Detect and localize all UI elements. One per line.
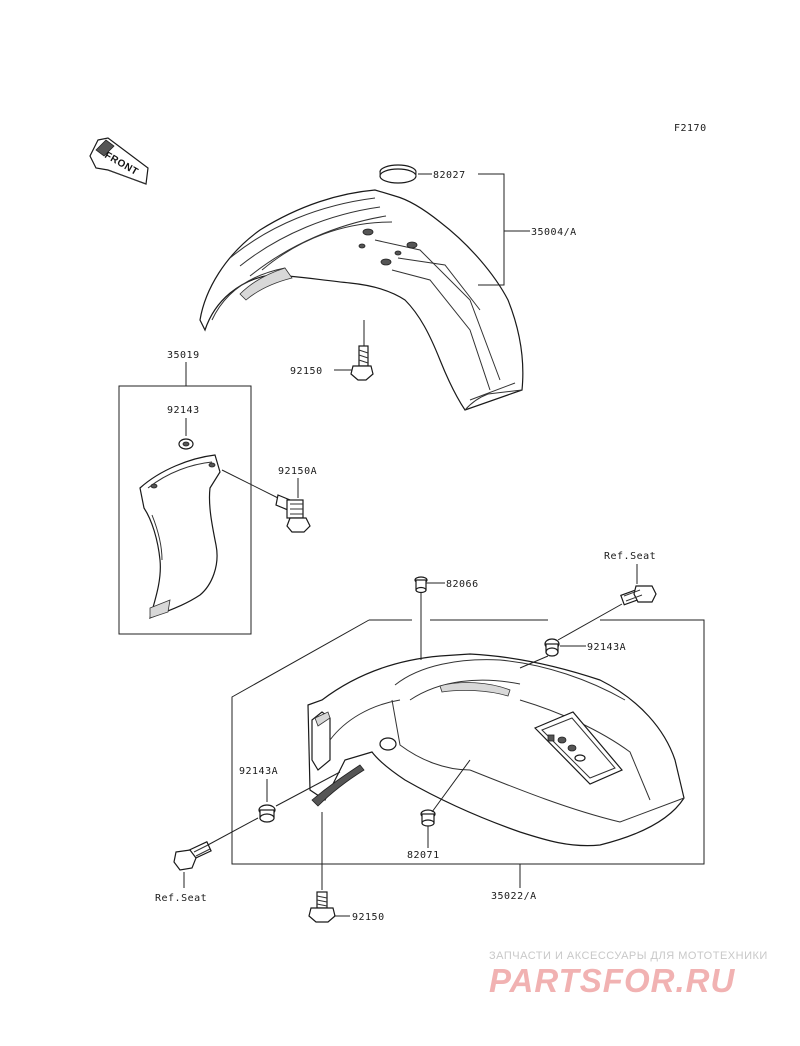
label-92143a-right: 92143A <box>587 642 626 653</box>
rear-fender <box>307 653 685 847</box>
label-82066: 82066 <box>446 579 479 590</box>
label-92150-top: 92150 <box>290 366 323 377</box>
label-ref-seat-bottom: Ref.Seat <box>155 893 207 904</box>
label-92143: 92143 <box>167 405 200 416</box>
label-ref-seat-top: Ref.Seat <box>604 551 656 562</box>
figure-code: F2170 <box>674 123 707 134</box>
front-fender <box>199 189 524 411</box>
seat-bolt-bottom <box>173 841 212 871</box>
label-82027: 82027 <box>433 170 466 181</box>
part-82066-grommet <box>414 576 428 594</box>
label-92150a: 92150A <box>278 466 317 477</box>
seat-bolt-top <box>620 585 657 606</box>
front-arrow-icon: FRONT <box>89 137 149 185</box>
label-92150-bottom: 92150 <box>352 912 385 923</box>
part-mud-flap <box>139 454 221 620</box>
label-82071: 82071 <box>407 850 440 861</box>
label-92143a-left: 92143A <box>239 766 278 777</box>
part-92150-bolt-top <box>350 320 374 381</box>
part-82027-pad <box>379 164 417 184</box>
part-92143a-collar-left <box>258 804 276 823</box>
watermark-brand: PARTSFOR.RU <box>489 962 736 999</box>
label-35019: 35019 <box>167 350 200 361</box>
watermark-subtitle: ЗАПЧАСТИ И АКСЕССУАРЫ ДЛЯ МОТОТЕХНИКИ <box>489 950 768 962</box>
part-92150-bolt-bottom <box>308 891 336 923</box>
part-92150a-bolt <box>275 494 311 533</box>
label-35004a: 35004/A <box>531 227 577 238</box>
flap-kit-box <box>118 385 252 635</box>
part-92143a-collar-right <box>544 638 560 657</box>
part-92143-collar <box>178 438 194 450</box>
part-82071-grommet <box>420 809 436 827</box>
label-35022a: 35022/A <box>491 891 537 902</box>
